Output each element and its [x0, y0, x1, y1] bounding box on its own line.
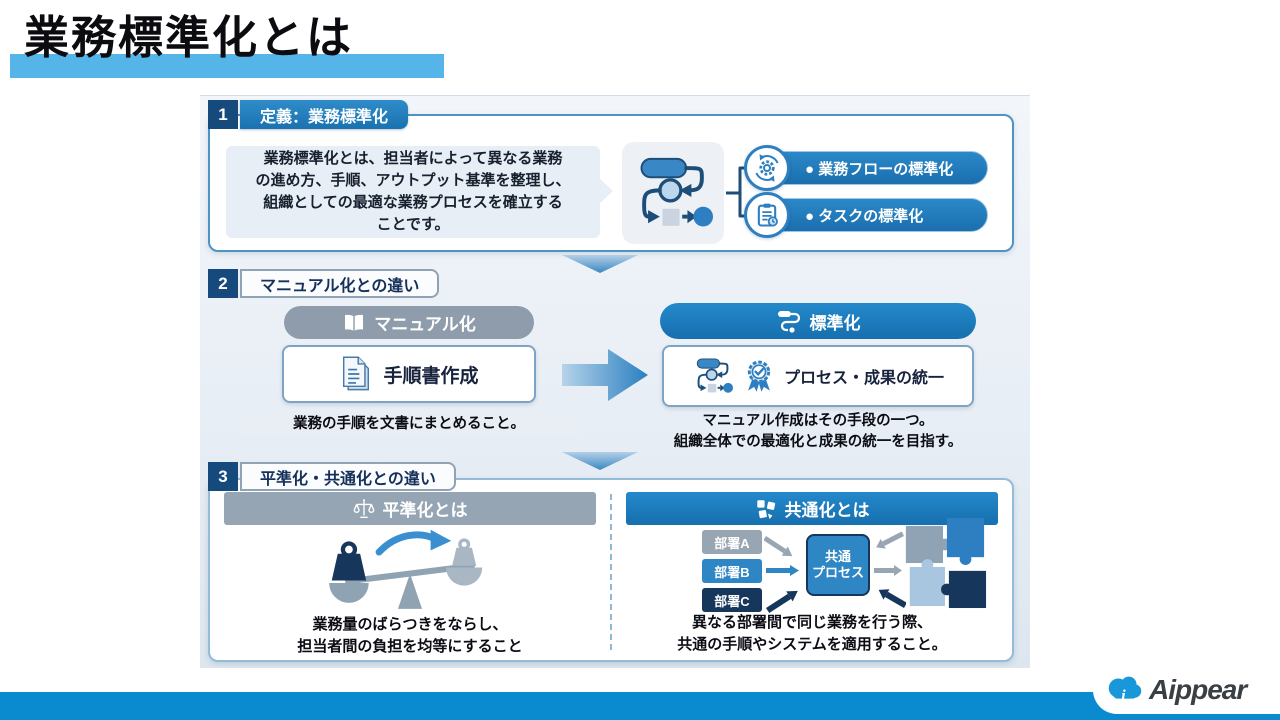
flow-standardization-label: ● 業務フローの標準化: [805, 160, 954, 178]
dept-c-label: 部署C: [702, 588, 762, 612]
commonization-header-label: 共通化とは: [784, 501, 870, 520]
manualization-label: マニュアル化: [374, 315, 476, 334]
right-arrow: [562, 349, 648, 401]
footer-bar: [0, 692, 1280, 720]
dept-arrows-out: [874, 531, 906, 608]
section2-heading: マニュアル化との違い: [240, 269, 440, 298]
manual-box-label: 手順書作成: [383, 365, 479, 387]
puzzle-illustration: [905, 518, 987, 609]
title-highlight: [10, 54, 444, 78]
page-title-wrap: 業務標準化とは: [10, 8, 444, 78]
dept-b-label: 部署B: [702, 559, 762, 583]
flow-standardization-pill: ● 業務フローの標準化: [764, 151, 988, 185]
section2-number: 2: [208, 269, 238, 298]
commonization-header: 共通化とは: [626, 492, 998, 525]
balance-scale-icon: [353, 498, 374, 518]
section3-number: 3: [208, 462, 238, 491]
leveling-header: 平準化とは: [224, 492, 596, 525]
task-standardization-label: ● タスクの標準化: [805, 207, 924, 225]
svg-text:i: i: [1121, 687, 1126, 705]
section3-heading: 平準化・共通化との違い: [240, 462, 456, 491]
dept-a-label: 部署A: [702, 530, 762, 554]
task-standardization-pill: ● タスクの標準化: [764, 198, 988, 232]
flowchart-small-icon: [696, 358, 733, 393]
clipboard-icon: [744, 192, 790, 238]
flow-mini-icon: [777, 311, 800, 333]
manualization-pill: マニュアル化: [284, 306, 534, 339]
standard-caption: マニュアル作成はその手段の一つ。 組織全体での最適化と成果の統一を目指す。: [673, 413, 963, 450]
document-icon: [343, 356, 370, 391]
standardization-pill: 標準化: [660, 303, 976, 339]
balance-scale-illustration: [329, 529, 483, 609]
commonization-caption: 異なる部署間で同じ業務を行う際、 共通の手順やシステムを適用すること。: [677, 614, 947, 653]
common-process-box: 共通 プロセス: [806, 534, 870, 596]
definition-bubble: 業務標準化とは、担当者によって異なる業務 の進め方、手順、アウトプット基準を整理…: [226, 146, 613, 238]
award-badge-icon: [747, 360, 771, 392]
dept-arrows-in: [764, 536, 799, 614]
puzzle-icon: [756, 499, 775, 519]
manual-box: 手順書作成: [282, 345, 536, 403]
manual-caption: 業務の手順を文書にまとめること。: [240, 411, 578, 437]
standardization-label: 標準化: [809, 313, 861, 333]
section1-heading: 定義：業務標準化: [240, 100, 409, 129]
section1-number: 1: [208, 100, 238, 129]
cloud-icon: i: [1108, 676, 1142, 705]
logo: i Aippear: [1093, 666, 1280, 714]
leveling-header-label: 平準化とは: [382, 501, 468, 520]
standard-box-label: プロセス・成果の統一: [783, 370, 944, 387]
gear-cycle-icon: [744, 145, 790, 191]
logo-text: Aippear: [1149, 674, 1247, 705]
section3-divider: [610, 494, 612, 650]
standard-box: プロセス・成果の統一: [662, 345, 974, 407]
book-icon: [345, 314, 364, 331]
flowchart-icon-box: [622, 142, 724, 244]
flowchart-icon: [640, 157, 714, 227]
leveling-caption: 業務量のばらつきをならし、 担当者間の負担を均等にすること: [297, 616, 523, 655]
page-title: 業務標準化とは: [24, 12, 354, 63]
